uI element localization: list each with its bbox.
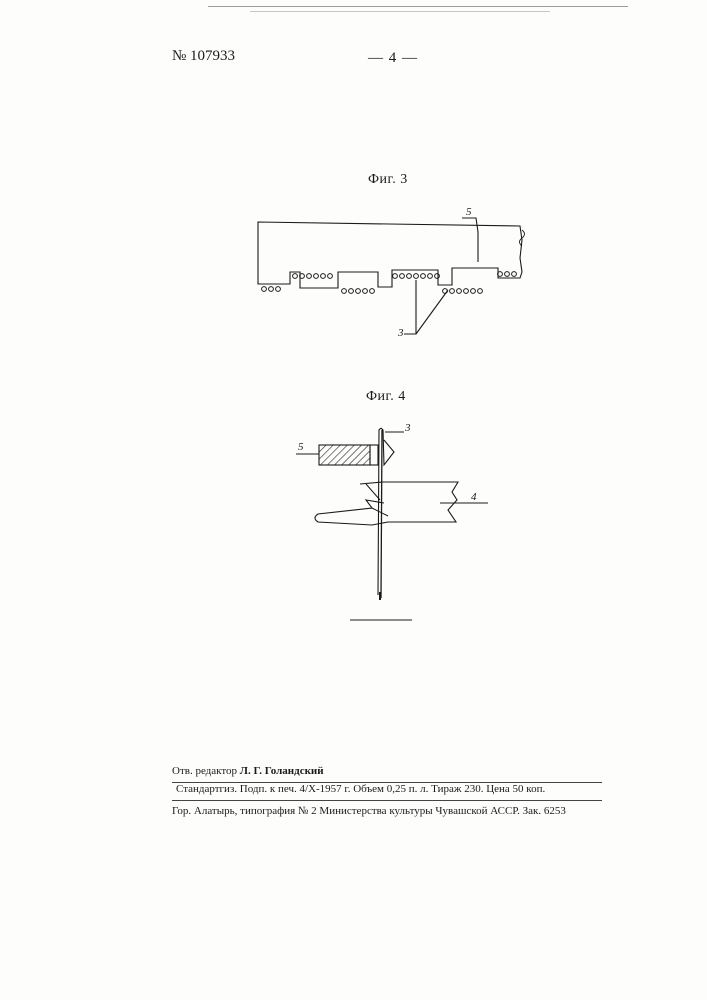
leader-line-5 [462,218,478,262]
figure-4-label-5: 5 [298,441,304,453]
figure-4-label-4: 4 [471,491,477,503]
needle [378,428,394,595]
figure-3-label-5: 5 [466,206,472,218]
element-4-outline [315,482,458,525]
figure-3-label-3: 3 [397,327,404,339]
figure-4-label-3: 3 [404,422,411,434]
editor-line: Отв. редактор Л. Г. Голандский [172,765,324,777]
standards-line: Стандартгиз. Подп. к печ. 4/X-1957 г. Об… [176,783,545,795]
figure-3-drawing [258,218,525,334]
figure-4-drawing [296,428,488,600]
figure-4-caption: Фиг. 4 [366,389,406,405]
comb-bar-outline [258,222,522,288]
leader-line-3 [404,280,448,334]
editor-prefix: Отв. редактор [172,765,237,777]
imprint-rule-2 [172,800,602,801]
comb-bar-section [319,445,370,465]
printer-line: Гор. Алатырь, типография № 2 Министерств… [172,805,566,817]
editor-name: Л. Г. Голандский [240,765,324,777]
